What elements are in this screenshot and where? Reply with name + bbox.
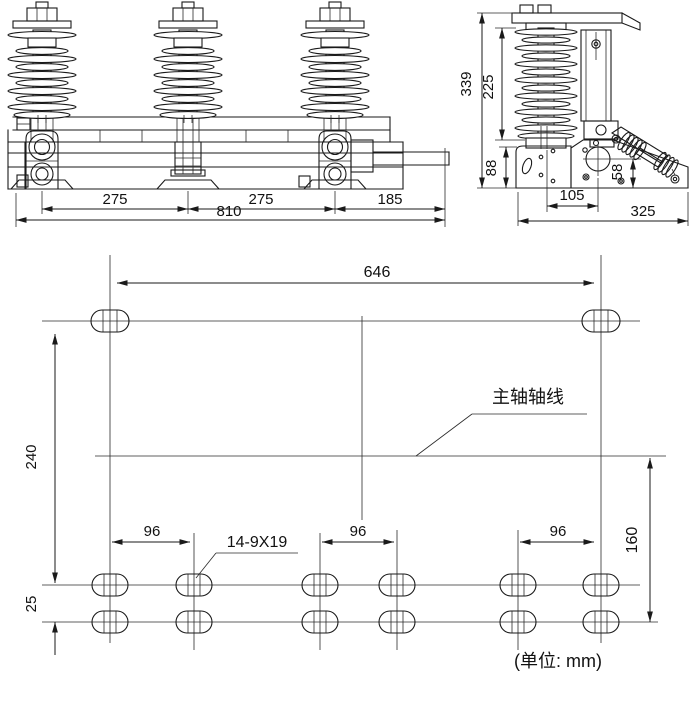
- dim-hole-spacing-3: 96: [550, 523, 567, 540]
- side-dimensions: 339 225 88 58 105 325: [458, 12, 689, 226]
- axis-callout: 主轴轴线: [415, 387, 587, 457]
- front-insulators: [7, 1, 370, 124]
- insulator-pole-2: [153, 1, 223, 124]
- layout-holes: [90, 309, 621, 634]
- dim-base-height: 88: [483, 160, 500, 177]
- dim-hole-spacing-1: 96: [144, 523, 161, 540]
- front-dimensions: 275 275 185 810: [15, 148, 446, 227]
- side-lever-mechanism: [610, 126, 680, 184]
- dim-row-gap: 25: [23, 596, 40, 613]
- front-bearings: [16, 118, 374, 190]
- dim-vertical-span: 240: [23, 444, 40, 469]
- front-view: 275 275 185 810: [7, 1, 450, 227]
- layout-dimensions: 646 240 25 96 96 96 160 14-9X19 主轴轴线: [23, 264, 653, 655]
- bracket-pole-2: [170, 119, 206, 177]
- side-top-cap: [511, 4, 641, 31]
- dim-shaft-height: 58: [609, 164, 626, 181]
- layout-construction-lines: [42, 255, 666, 650]
- dim-pole-spacing-1: 275: [102, 191, 127, 208]
- dim-shaft-offset: 105: [559, 187, 584, 204]
- dim-end-offset: 185: [377, 191, 402, 208]
- holes-callout: 14-9X19: [195, 534, 298, 579]
- dim-total-depth: 325: [630, 203, 655, 220]
- side-arm: [580, 29, 619, 148]
- dim-total-width: 810: [216, 203, 241, 220]
- insulator-pole-1: [7, 1, 77, 124]
- dim-total-height: 339: [458, 71, 475, 96]
- mounting-layout: 646 240 25 96 96 96 160 14-9X19 主轴轴线: [23, 255, 666, 671]
- front-frame: [7, 116, 450, 190]
- axis-label: 主轴轴线: [492, 387, 564, 407]
- side-view: 339 225 88 58 105 325: [458, 4, 689, 226]
- dim-axis-to-row: 160: [624, 527, 641, 554]
- insulator-pole-3: [300, 1, 370, 124]
- unit-note: (单位: mm): [514, 651, 602, 671]
- holes-label: 14-9X19: [227, 534, 288, 551]
- dim-pole-spacing-2: 275: [248, 191, 273, 208]
- dim-hole-spacing-2: 96: [350, 523, 367, 540]
- insulator-side: [514, 27, 578, 149]
- dim-hole-span: 646: [364, 264, 391, 281]
- dim-insulator-height: 225: [480, 74, 497, 99]
